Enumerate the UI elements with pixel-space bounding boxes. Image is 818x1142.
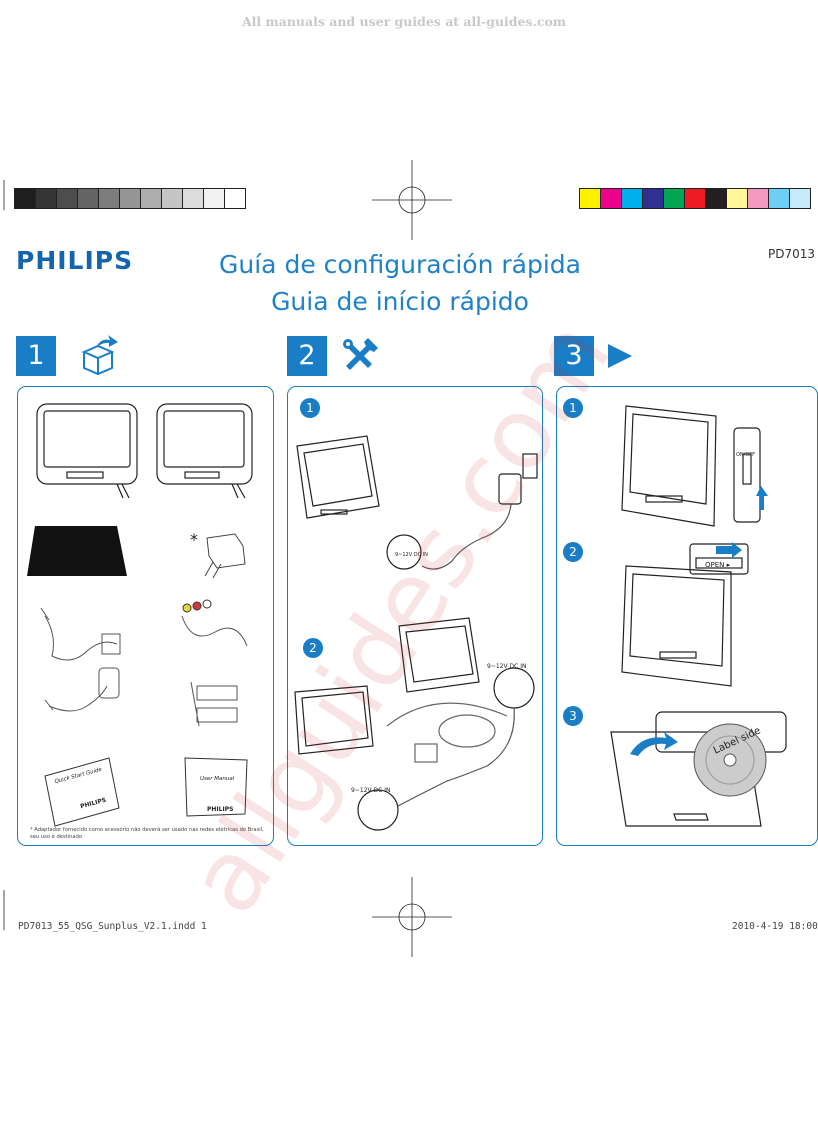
slide-up-arrow-icon <box>756 486 768 510</box>
asterisk-mark: * <box>190 530 198 549</box>
user-manual-label: User Manual <box>200 776 235 782</box>
mounting-bracket-illustration <box>190 681 238 727</box>
box-open-icon <box>81 335 118 376</box>
quick-start-booklet-illustration <box>44 757 120 827</box>
booklet-brand-2: PHILIPS <box>207 806 234 813</box>
dc-port-zoom-car-bottom <box>357 789 399 831</box>
panel-unpack <box>17 386 274 846</box>
step-2-number: 2 <box>287 336 327 376</box>
footer-filename: PD7013_55_QSG_Sunplus_V2.1.indd 1 <box>18 921 207 932</box>
dc-label-home: 9~12V DC IN <box>395 552 428 558</box>
disc-illustration <box>693 723 767 797</box>
player-car-rear-illustration <box>294 685 374 755</box>
player-power-illustration <box>621 405 717 527</box>
brand-logo: PHILIPS <box>16 246 134 275</box>
open-button-zoom <box>689 543 749 575</box>
color-swatch <box>789 188 811 209</box>
ac-adapter-illustration <box>40 607 121 661</box>
player-home-illustration <box>296 435 380 519</box>
dc-port-zoom-home <box>386 534 422 570</box>
dc-label-car-bottom: 9~12V DC IN <box>351 787 390 794</box>
title-spanish: Guía de configuración rápida <box>219 250 581 279</box>
open-button-label: OPEN ▸ <box>705 561 731 569</box>
footer-date: 2010-4-19 18:00 <box>732 921 818 932</box>
dc-label-car-top: 9~12V DC IN <box>487 663 526 670</box>
tools-icon <box>343 338 378 370</box>
package-contents-illustration <box>27 403 253 827</box>
power-switch-label: ON/OFF <box>736 452 755 458</box>
substep-3-3: 3 <box>563 706 583 726</box>
wall-adapter-illustration <box>498 453 538 505</box>
footnote: * Adaptador fornecido como acessório não… <box>30 827 264 840</box>
panel-connect <box>287 386 543 846</box>
player-car-front-illustration <box>398 617 480 693</box>
playback-illustration: ON/OFF OPEN ▸ Label side <box>610 405 787 827</box>
substep-3-1: 1 <box>563 398 583 418</box>
step-1-number: 1 <box>16 336 56 376</box>
player-illustration-2 <box>156 403 253 499</box>
substep-2-2: 2 <box>303 638 323 658</box>
substep-3-2: 2 <box>563 542 583 562</box>
carry-bag-illustration <box>27 526 127 576</box>
banner-text: All manuals and user guides at all-guide… <box>241 14 567 29</box>
dc-port-zoom-car-top <box>493 667 535 709</box>
model-number: PD7013 <box>768 247 816 261</box>
open-lid-arrow-icon <box>630 732 678 756</box>
play-icon <box>608 344 632 368</box>
av-cable-illustration <box>181 599 248 647</box>
power-switch-zoom <box>733 427 761 523</box>
car-adapter-illustration <box>44 667 120 712</box>
substep-2-1: 1 <box>300 398 320 418</box>
plug-adapter-illustration <box>204 533 246 579</box>
gray-swatch <box>224 188 246 209</box>
player-open-illustration <box>621 565 732 687</box>
slide-right-arrow-icon <box>716 542 742 558</box>
title-portuguese: Guia de início rápido <box>271 287 529 316</box>
user-manual-booklet-illustration <box>184 757 248 817</box>
car-dashboard-illustration <box>386 702 508 763</box>
player-illustration-1 <box>36 403 138 499</box>
connection-illustration: 9~12V DC IN 9~12V DC IN 9~12V DC IN <box>294 435 538 831</box>
step-3-number: 3 <box>554 336 594 376</box>
